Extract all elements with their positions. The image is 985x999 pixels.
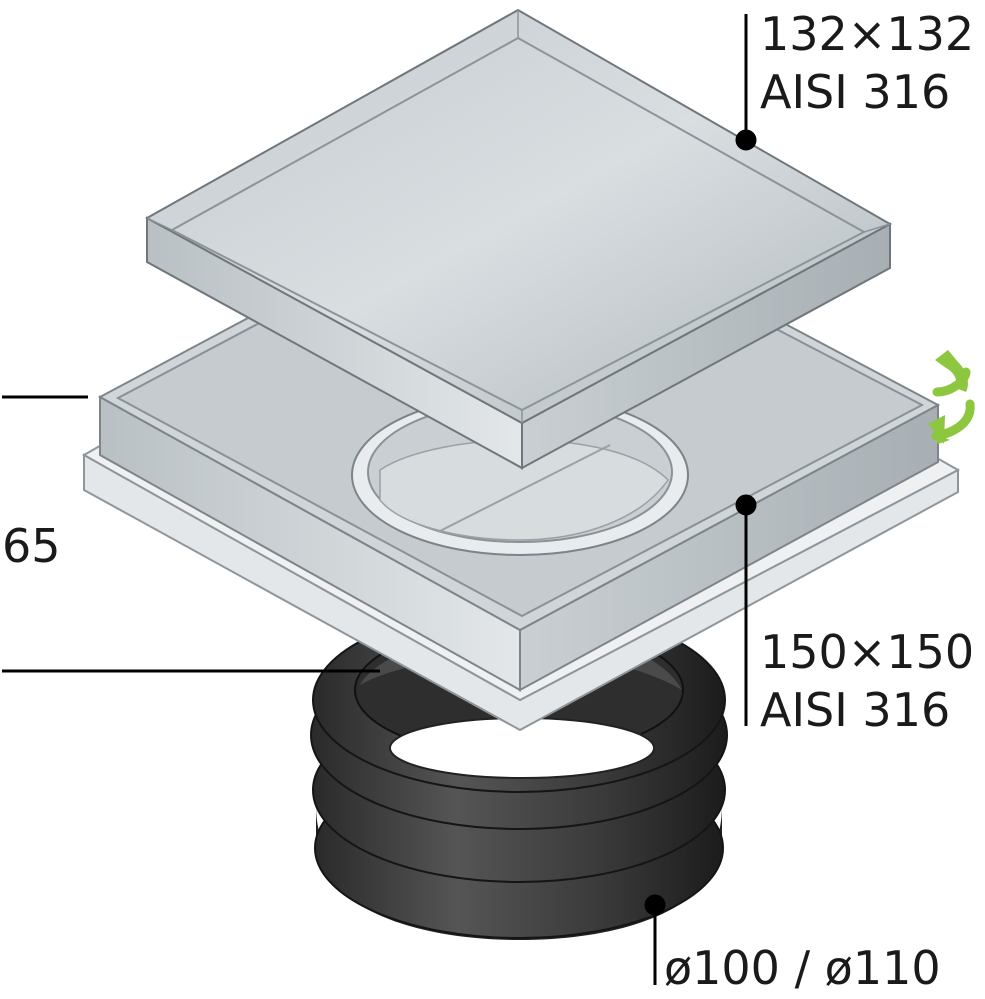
frame-material-label: AISI 316 xyxy=(760,683,950,737)
frame-size-label: 150×150 xyxy=(760,625,974,679)
rotate-arrow-icon xyxy=(928,350,975,444)
grate-material-label: AISI 316 xyxy=(760,65,950,119)
leader-lines xyxy=(2,14,757,985)
grate-132 xyxy=(144,8,893,470)
height-label: 65 xyxy=(2,519,61,573)
diameter-label: ø100 / ø110 xyxy=(664,941,941,995)
grate-size-label: 132×132 xyxy=(760,7,974,61)
